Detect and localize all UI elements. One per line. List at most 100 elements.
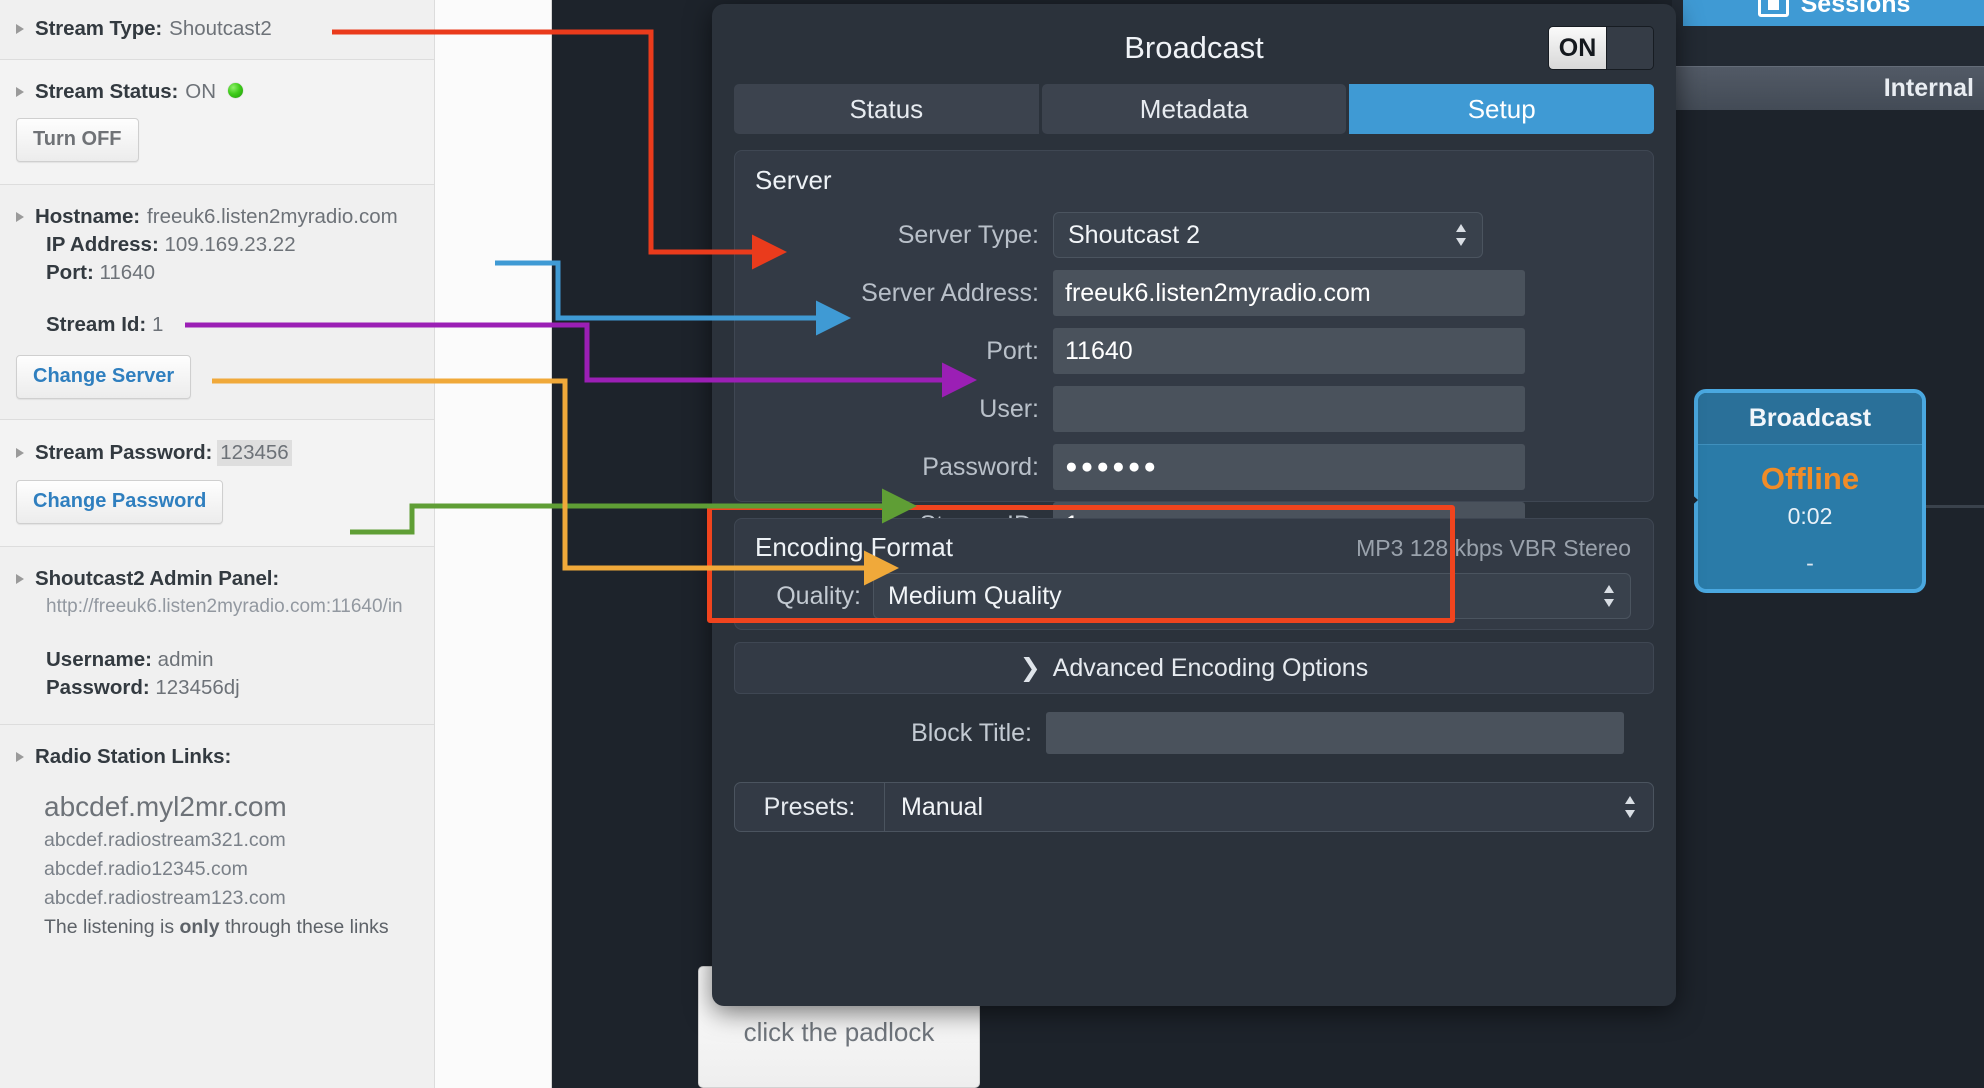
dialog-title: Broadcast <box>1124 30 1264 65</box>
tab-setup[interactable]: Setup <box>1349 84 1655 134</box>
admin-username-value: admin <box>157 648 214 671</box>
admin-password-row: Password: 123456dj <box>16 676 418 700</box>
section-stream-status: Stream Status: ON Turn OFF <box>0 60 434 185</box>
disclosure-triangle-icon[interactable] <box>16 752 24 762</box>
block-title-row: Block Title: <box>734 712 1654 754</box>
server-group: Server Server Type: Shoutcast 2 Server A… <box>734 150 1654 548</box>
broadcast-node[interactable]: Broadcast Offline 0:02 - <box>1694 389 1926 593</box>
turn-off-button[interactable]: Turn OFF <box>16 118 139 162</box>
chevron-right-icon: ❯ <box>1019 654 1041 682</box>
admin-username-label: Username: <box>46 648 152 671</box>
broadcast-node-time: 0:02 <box>1787 503 1833 529</box>
tab-sessions[interactable]: Sessions <box>1683 0 1984 26</box>
disclosure-triangle-icon[interactable] <box>16 24 24 34</box>
radio-links-note: The listening is only through these link… <box>16 916 418 939</box>
stream-status-label: Stream Status: <box>35 80 179 103</box>
toggle-off-segment[interactable] <box>1607 27 1653 69</box>
user-input[interactable] <box>1053 386 1525 432</box>
web-panel-content: Stream Type: Shoutcast2 Stream Status: O… <box>0 0 435 1088</box>
tab-sessions-label: Sessions <box>1800 0 1911 18</box>
server-type-label: Server Type: <box>897 220 1039 249</box>
note-suffix: through these links <box>219 916 389 938</box>
radio-link-1[interactable]: abcdef.radiostream321.com <box>44 829 286 851</box>
port-label: Port: <box>986 336 1039 365</box>
dialog-tabs: Status Metadata Setup <box>734 84 1655 134</box>
presets-label: Presets: <box>735 783 885 831</box>
node-input-arrow <box>1676 480 1698 520</box>
block-title-input[interactable] <box>1046 712 1624 754</box>
port-value: 11640 <box>1065 336 1133 365</box>
radio-link-2[interactable]: abcdef.radio12345.com <box>44 858 248 880</box>
server-type-value: Shoutcast 2 <box>1068 220 1201 249</box>
server-group-title: Server <box>755 165 832 195</box>
encoding-group: Encoding Format MP3 128 kbps VBR Stereo … <box>734 518 1654 630</box>
quality-value: Medium Quality <box>888 581 1062 610</box>
port-label: Port: <box>46 261 94 284</box>
chevron-updown-icon <box>1623 794 1637 820</box>
quality-select[interactable]: Medium Quality <box>873 573 1631 619</box>
presets-value: Manual <box>901 792 983 821</box>
admin-password-label: Password: <box>46 676 150 699</box>
admin-username-row: Username: admin <box>16 648 418 672</box>
sessions-icon <box>1757 0 1789 17</box>
internal-bar: Internal <box>1672 66 1984 110</box>
primary-radio-link[interactable]: abcdef.myl2mr.com <box>44 791 287 822</box>
section-stream-type: Stream Type: Shoutcast2 <box>0 0 434 60</box>
broadcast-node-dash: - <box>1806 550 1814 576</box>
password-value: ●●●●●● <box>1065 455 1160 478</box>
section-server-info: Hostname: freeuk6.listen2myradio.com IP … <box>0 185 434 420</box>
disclosure-triangle-icon[interactable] <box>16 574 24 584</box>
disclosure-triangle-icon[interactable] <box>16 448 24 458</box>
password-input[interactable]: ●●●●●● <box>1053 444 1525 490</box>
section-admin-panel: Shoutcast2 Admin Panel: http://freeuk6.l… <box>0 547 434 725</box>
disclosure-triangle-icon[interactable] <box>16 212 24 222</box>
broadcast-node-title: Broadcast <box>1698 393 1922 445</box>
tab-metadata[interactable]: Metadata <box>1041 84 1347 134</box>
hostname-label: Hostname: <box>35 205 141 228</box>
encoding-format-summary: MP3 128 kbps VBR Stereo <box>1356 535 1631 561</box>
port-value: 11640 <box>99 261 156 284</box>
hostname-value: freeuk6.listen2myradio.com <box>147 205 398 228</box>
toggle-on-segment[interactable]: ON <box>1549 27 1607 69</box>
node-connector-line <box>1926 505 1984 508</box>
user-label: User: <box>979 394 1039 423</box>
server-address-label: Server Address: <box>861 278 1039 307</box>
section-stream-password: Stream Password: 123456 Change Password <box>0 420 434 547</box>
port-row: Port: 11640 <box>16 261 418 285</box>
change-server-button[interactable]: Change Server <box>16 355 192 399</box>
tab-status[interactable]: Status <box>734 84 1039 134</box>
encoding-group-title: Encoding Format <box>755 532 953 562</box>
broadcast-toggle[interactable]: ON <box>1548 26 1654 70</box>
admin-password-value: 123456dj <box>155 676 240 699</box>
port-input[interactable]: 11640 <box>1053 328 1525 374</box>
stream-id-label: Stream Id: <box>46 313 147 336</box>
ip-address-label: IP Address: <box>46 233 159 256</box>
presets-value-area[interactable]: Manual <box>885 783 1653 831</box>
section-radio-links: Radio Station Links: abcdef.myl2mr.com a… <box>0 725 434 955</box>
ip-address-row: IP Address: 109.169.23.22 <box>16 233 418 257</box>
quality-label: Quality: <box>776 581 861 610</box>
radio-links-label: Radio Station Links: <box>35 745 232 768</box>
broadcast-dialog: Broadcast ON Status Metadata Setup Serve… <box>712 4 1676 1006</box>
stream-password-value: 123456 <box>217 440 292 466</box>
stream-type-label: Stream Type: <box>35 17 163 40</box>
broadcast-node-state: Offline <box>1760 461 1860 496</box>
block-title-label: Block Title: <box>911 718 1032 747</box>
stream-status-value: ON <box>185 80 217 103</box>
stream-id-row: Stream Id: 1 <box>16 313 418 337</box>
server-type-select[interactable]: Shoutcast 2 <box>1053 212 1483 258</box>
server-address-input[interactable]: freeuk6.listen2myradio.com <box>1053 270 1525 316</box>
stream-id-value: 1 <box>151 313 164 336</box>
web-panel: Stream Type: Shoutcast2 Stream Status: O… <box>0 0 552 1088</box>
change-password-button[interactable]: Change Password <box>16 480 224 524</box>
disclosure-triangle-icon[interactable] <box>16 87 24 97</box>
admin-panel-url[interactable]: http://freeuk6.listen2myradio.com:11640/… <box>46 596 403 617</box>
advanced-encoding-options-button[interactable]: ❯ Advanced Encoding Options <box>734 642 1654 694</box>
ip-address-value: 109.169.23.22 <box>164 233 296 256</box>
chevron-updown-icon <box>1454 222 1468 248</box>
note-prefix: The listening is <box>44 916 180 938</box>
stream-type-value: Shoutcast2 <box>169 17 272 40</box>
radio-link-3[interactable]: abcdef.radiostream123.com <box>44 887 286 909</box>
presets-select[interactable]: Presets: Manual <box>734 782 1654 832</box>
admin-panel-label: Shoutcast2 Admin Panel: <box>35 567 280 590</box>
